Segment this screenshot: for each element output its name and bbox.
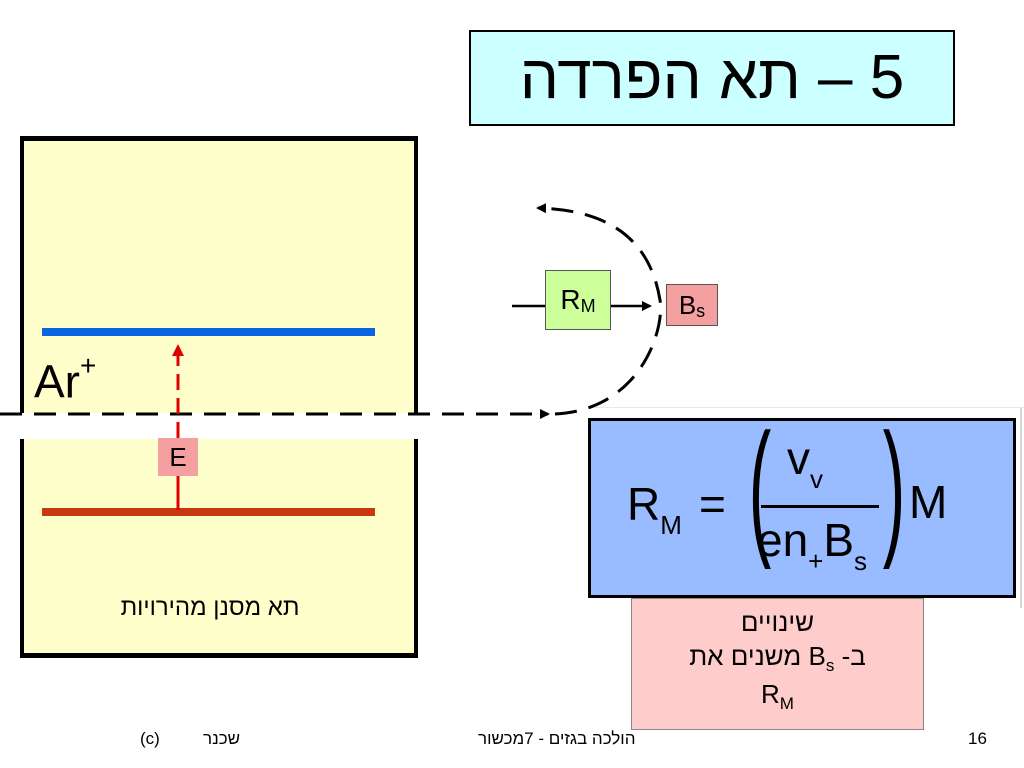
magnetic-field-symbol: B [678, 289, 697, 320]
formula-fraction-bar [761, 505, 879, 508]
note-line-3: RM [632, 677, 923, 715]
guide-line-vertical [1020, 408, 1022, 608]
note-field-subscript: s [825, 656, 835, 675]
formula-lhs-subscript: M [660, 510, 682, 541]
note-prefix: ב- [841, 641, 866, 671]
bottom-plate [42, 508, 375, 516]
note-radius-symbol: R [761, 679, 780, 709]
ion-label: Ar+ [34, 352, 96, 408]
beam-gap [0, 413, 430, 439]
note-box: שינויים ב- Bs משנים את RM [631, 598, 924, 730]
top-plate [42, 328, 375, 336]
electric-field-symbol: E [169, 441, 187, 472]
footer-author: שכנר [203, 729, 241, 748]
page-number: 16 [968, 729, 987, 748]
formula-numerator: vv [787, 432, 823, 492]
magnetic-field-subscript: s [696, 300, 706, 321]
note-suffix: משנים את [689, 641, 802, 671]
note-line-1: שינויים [740, 607, 815, 637]
slide-title-box: 5 – תא הפרדה [469, 30, 955, 126]
chamber-caption: תא מסנן מהירויות [120, 594, 300, 621]
ion-symbol: Ar [34, 355, 80, 408]
formula-equals: = [699, 478, 726, 530]
guide-line-horizontal [594, 407, 1024, 408]
formula-lhs: RM [627, 478, 682, 538]
note-radius-subscript: M [779, 694, 794, 713]
formula-field: B [823, 514, 855, 566]
formula-denominator: en+Bs [757, 514, 867, 574]
ion-trajectory-arc [536, 203, 663, 416]
formula-lhs-symbol: R [627, 478, 661, 530]
electric-field-label: E [158, 438, 198, 476]
formula-velocity-subscript: v [810, 464, 823, 495]
footer-course: הולכה בגזים - 7מכשור [478, 729, 636, 748]
velocity-filter-chamber [20, 136, 418, 658]
formula-charge-subscript: + [808, 546, 824, 577]
slide-title: 5 – תא הפרדה [519, 43, 905, 112]
formula-field-subscript: s [854, 546, 868, 577]
formula-mass: M [909, 476, 948, 528]
formula-box: RM = ( vv en+Bs ) M [588, 411, 1016, 598]
formula-left-paren: ( [748, 402, 772, 570]
note-field-symbol: B [808, 641, 826, 671]
formula-charge: en [757, 514, 809, 566]
formula-velocity: v [787, 432, 810, 484]
note-line-2: ב- Bs משנים את [632, 639, 923, 677]
footer-copyright: (c) [140, 729, 160, 748]
radius-symbol: R [560, 284, 581, 315]
ion-charge: + [80, 350, 97, 381]
radius-subscript: M [580, 295, 596, 316]
formula-right-paren: ) [882, 402, 906, 570]
note-field: Bs [808, 641, 835, 675]
